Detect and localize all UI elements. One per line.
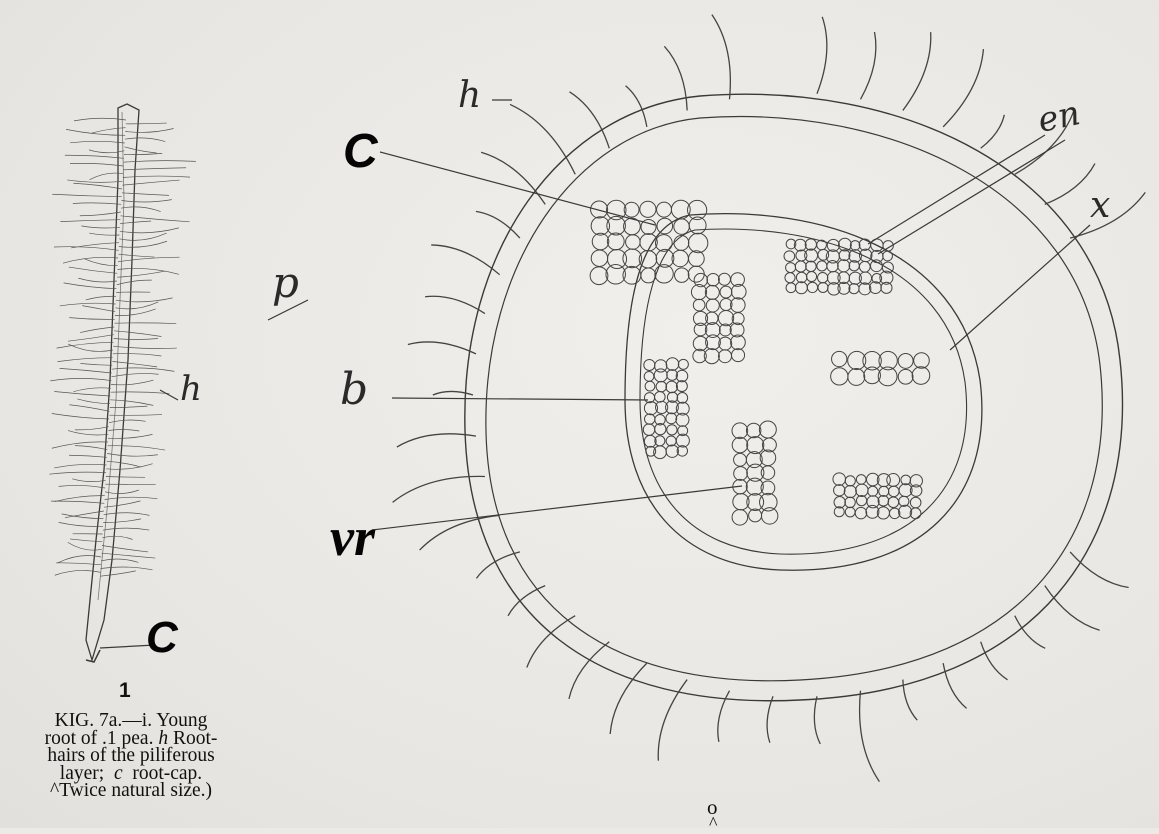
label-h-panel1: h <box>180 372 202 406</box>
caption-line-5: ^Twice natural size.) <box>0 782 262 800</box>
label-x: x <box>1090 188 1110 224</box>
root-hairs-drawing <box>49 118 196 576</box>
label-vr: vr <box>330 510 375 564</box>
root-cross-section <box>465 94 1123 701</box>
label-c-panel1: C <box>146 616 178 660</box>
pointer-lines <box>100 100 1090 648</box>
footer-mark-caret: ^ <box>709 813 717 834</box>
caption-line-3: hairs of the piliferous <box>0 747 262 765</box>
label-en: en <box>1035 96 1083 138</box>
figure-caption: KIG. 7a.—i. Young root of .1 pea. h Root… <box>0 712 262 800</box>
panel-number: 1 <box>119 679 131 703</box>
label-h-panel2: h <box>458 78 481 114</box>
label-c-panel2: C <box>343 128 378 176</box>
label-b: b <box>340 368 368 412</box>
section-root-hairs <box>393 15 1146 782</box>
label-p: p <box>272 262 299 304</box>
